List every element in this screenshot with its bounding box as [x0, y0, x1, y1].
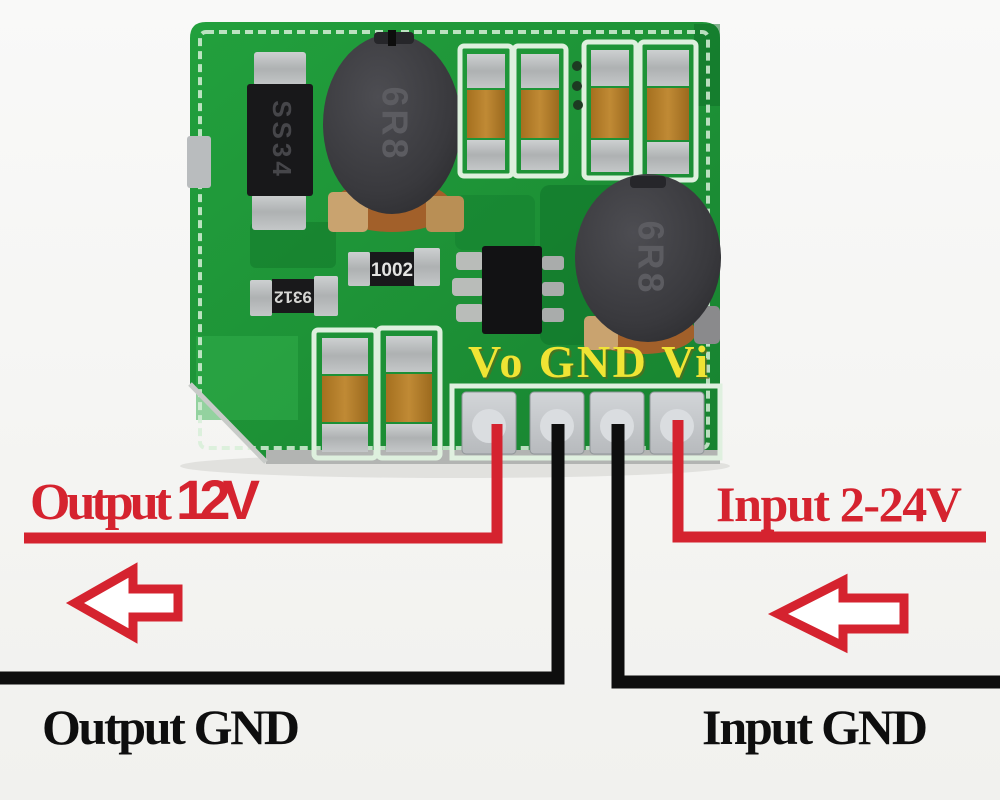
wire-input-2-24v [672, 420, 986, 543]
capacitor [457, 43, 515, 179]
board-chamfer-edge [188, 382, 268, 464]
inductor-right: 6R8 [575, 174, 721, 354]
output-label-value: 12V [176, 468, 260, 531]
wire-output-12v [24, 424, 503, 544]
solder-pad [348, 252, 370, 286]
solder-blob [452, 278, 484, 296]
ic-pin [542, 256, 564, 270]
output-gnd-label: Output GND [42, 699, 300, 755]
solder-pad [414, 248, 440, 286]
resistor-body [370, 252, 414, 286]
inductor-body [323, 34, 461, 214]
ic-pin [542, 308, 564, 322]
capacitor [375, 325, 443, 461]
via-dot [573, 100, 583, 110]
inductor-tab [426, 196, 464, 232]
capacitor [511, 43, 569, 179]
regulator-ic [452, 246, 564, 334]
resistor-marking: 9312 [274, 288, 312, 307]
resistor-1002: 1002 [348, 248, 440, 286]
capacitor-bank-top [457, 39, 699, 183]
silkscreen-pad-outline [449, 383, 723, 461]
annotation-wires [0, 420, 1000, 689]
wire-input-gnd [611, 424, 1000, 689]
capacitor-bank-bottom [311, 325, 443, 461]
wire-output-gnd [0, 424, 565, 685]
input-gnd-label: Input GND [702, 699, 928, 755]
via-dot [572, 61, 582, 71]
inductor-marking: 6R8 [374, 86, 415, 161]
pin-labels: Vo GND Vi [468, 336, 708, 387]
solder-blob [456, 304, 484, 322]
via-dot [572, 81, 582, 91]
diode-body [247, 84, 313, 196]
solder-pad [252, 194, 306, 230]
output-label-word: Output [30, 474, 173, 531]
trace-patch [455, 195, 535, 250]
resistor-marking: 1002 [371, 260, 413, 281]
solder-blob [456, 252, 484, 270]
left-arrow-icon [65, 562, 183, 644]
resistor-body [272, 279, 314, 313]
inductor-notch [630, 176, 666, 188]
inductor-marking: 6R8 [630, 220, 671, 295]
inductor-top: 6R8 [323, 30, 464, 232]
trace-patch [250, 222, 336, 268]
input-label: Input 2-24V [716, 476, 962, 532]
capacitor [581, 39, 639, 181]
capacitor [311, 327, 379, 461]
edge-pad [187, 136, 211, 188]
resistor-9312: 9312 [250, 276, 338, 316]
pin-labels-shadow: Vo GND Vi [470, 338, 710, 389]
ic-body [482, 246, 542, 334]
diode-marking: SS34 [267, 100, 297, 180]
ic-pin [542, 282, 564, 296]
solder-pad [254, 52, 306, 86]
solder-pad [250, 280, 272, 316]
inductor-slit [388, 30, 396, 46]
inductor-body [575, 174, 721, 342]
capacitor [637, 39, 699, 183]
ss34-diode: SS34 [247, 52, 313, 230]
solder-pad [314, 276, 338, 316]
right-arrow-icon [767, 573, 909, 654]
